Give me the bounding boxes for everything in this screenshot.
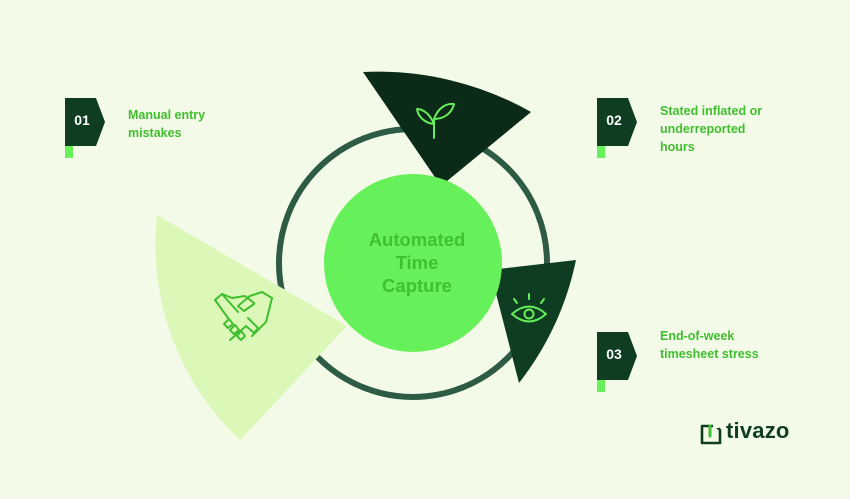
- item-label-line: Stated inflated or: [660, 104, 763, 118]
- item-label-02: Stated inflated or underreported hours: [660, 102, 762, 156]
- item-label-line: End-of-week: [660, 329, 735, 343]
- badge-shape: [65, 98, 105, 158]
- logo-mark-icon: [700, 422, 722, 445]
- brand-name: tivazo: [726, 418, 790, 443]
- item-label-line: hours: [660, 140, 695, 154]
- left-segment: [155, 215, 347, 440]
- badge-shape: [597, 332, 637, 392]
- badge-number: 03: [606, 346, 622, 362]
- badge-01: 01: [65, 98, 107, 158]
- center-circle: [324, 174, 502, 352]
- top-segment: [363, 71, 531, 186]
- badge-number: 02: [606, 112, 622, 128]
- item-label-line: Manual entry: [128, 108, 206, 122]
- eye-icon: [511, 293, 547, 323]
- item-label-03: End-of-week timesheet stress: [660, 327, 759, 363]
- badge-number: 01: [74, 112, 90, 128]
- badge-02: 02: [597, 98, 639, 158]
- item-label-line: mistakes: [128, 126, 182, 140]
- center-title-line: Automated: [368, 229, 466, 250]
- sprout-icon: [416, 102, 455, 139]
- handshake-icon: [214, 291, 273, 341]
- badge-03: 03: [597, 332, 639, 392]
- item-label-line: timesheet stress: [660, 347, 759, 361]
- center-title-line: Capture: [382, 275, 452, 296]
- center-title-line: Time: [395, 252, 439, 273]
- item-label-line: underreported: [660, 122, 746, 136]
- item-label-01: Manual entry mistakes: [128, 106, 205, 142]
- badge-shape: [597, 98, 637, 158]
- center-title: Automated Time Capture: [332, 228, 502, 297]
